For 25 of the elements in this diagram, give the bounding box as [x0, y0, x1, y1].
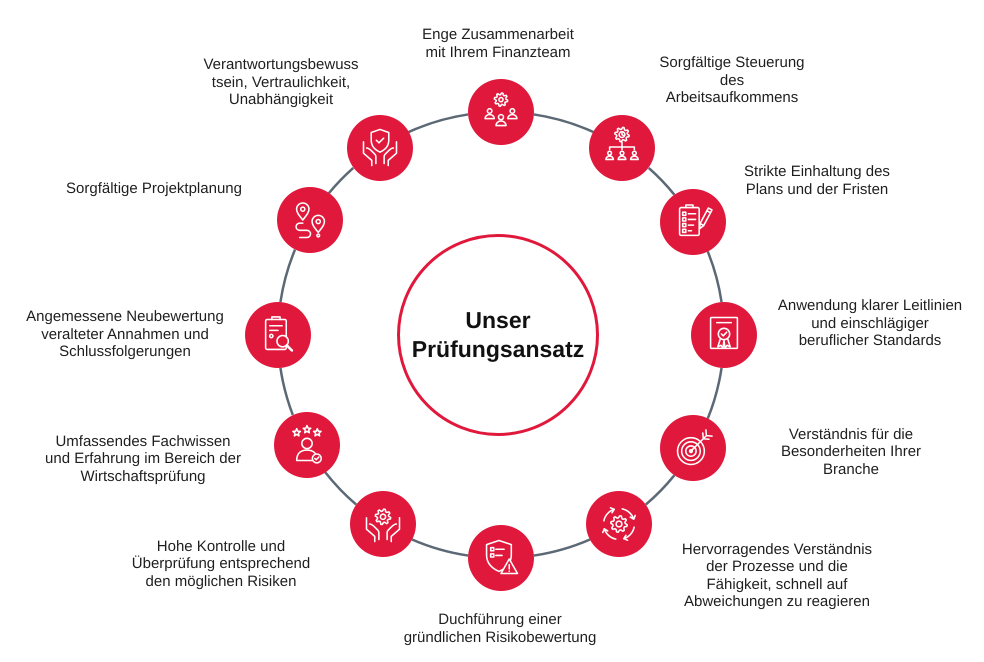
- connector-line: [706, 368, 723, 420]
- connector-line: [328, 167, 354, 194]
- connector-line: [279, 368, 294, 416]
- heading-text: Unser Prüfungsansatz: [410, 306, 586, 364]
- connector-line: [648, 167, 676, 196]
- connector-line: [412, 538, 468, 557]
- description-text: Sorgfältige Steuerung des Arbeitsaufkommens: [658, 54, 806, 106]
- connector-line: [408, 113, 468, 134]
- connector-line: [534, 538, 590, 557]
- description-text: Anwendung klarer Leitlinien und einschlägiger beruflicher Standards: [776, 297, 964, 350]
- connector-line: [534, 113, 594, 134]
- connector-line: [279, 249, 296, 302]
- description-text: Hohe Kontrolle und Überprüfung entsprechend den möglichen Risiken: [130, 538, 312, 590]
- description-text: Strikte Einhaltung des Plans und der Fristen: [743, 163, 891, 198]
- description-text: Verantwortungsbewuss tsein, Vertraulichkeit, Unabhängigkeit: [202, 56, 360, 108]
- description-text: Sorgfältige Projektplanung: [65, 180, 243, 198]
- connector-line: [644, 474, 676, 506]
- description-text: Umfassendes Fachwissen und Erfahrung im Bereich der Wirtschaftsprüfung: [44, 432, 242, 486]
- description-text: Verständnis für die Besonderheiten Ihrer Branche: [780, 426, 922, 478]
- description-text: Angemessene Neubewertung veralteter Annahmen und Schlussfolgerungen: [25, 308, 225, 360]
- connector-line: [324, 471, 358, 506]
- description-text: Duchführung einer gründlichen Risikobewertung: [402, 611, 598, 646]
- connector-line: [706, 250, 723, 302]
- description-text: Hervorragendes Verständnis der Prozesse und die Fähigkeit, schnell auf Abweichungen zu reagieren: [680, 540, 874, 611]
- description-text: Enge Zusammenarbeit mit Ihrem Finanzteam: [421, 26, 575, 61]
